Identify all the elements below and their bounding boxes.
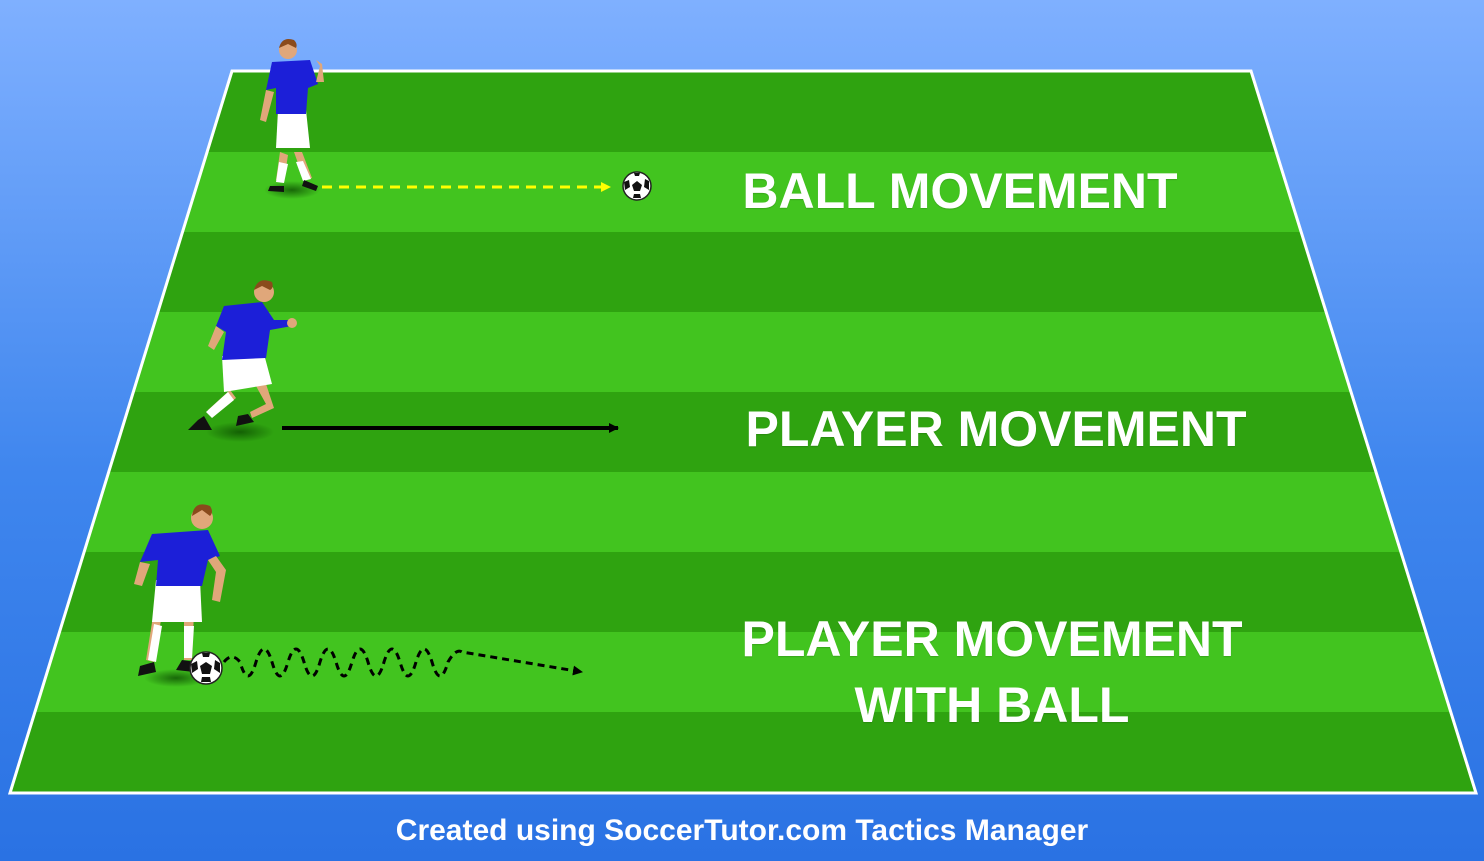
pitch-stripe (10, 232, 1476, 312)
ball-movement-example (260, 39, 652, 201)
player-shadow (206, 422, 274, 442)
pitch-boundary-line (7, 69, 1479, 795)
pitch-stripe (10, 552, 1476, 632)
player-figure-icon (134, 504, 226, 676)
pitch-stripe (10, 71, 1476, 152)
dribble-arrow (222, 647, 583, 678)
pitch-stripe (10, 472, 1476, 552)
soccer-ball-icon (189, 651, 223, 685)
pitch-stripe (10, 712, 1476, 793)
player-movement-with-ball-label-line2: WITH BALL (854, 677, 1130, 733)
player-movement-with-ball-example (134, 504, 583, 687)
pitch-stripe (10, 152, 1476, 232)
footer-credit: Created using SoccerTutor.com Tactics Ma… (395, 813, 1089, 847)
player-movement-with-ball-label-line1: PLAYER MOVEMENT (741, 611, 1243, 667)
player-movement-example (188, 280, 619, 442)
player-figure-icon (188, 280, 297, 430)
player-figure-icon (260, 39, 324, 192)
player-movement-label: PLAYER MOVEMENT (745, 401, 1247, 457)
soccer-ball-icon (622, 171, 652, 201)
ball-movement-label: BALL MOVEMENT (742, 163, 1178, 219)
pitch-stripe (10, 632, 1476, 712)
